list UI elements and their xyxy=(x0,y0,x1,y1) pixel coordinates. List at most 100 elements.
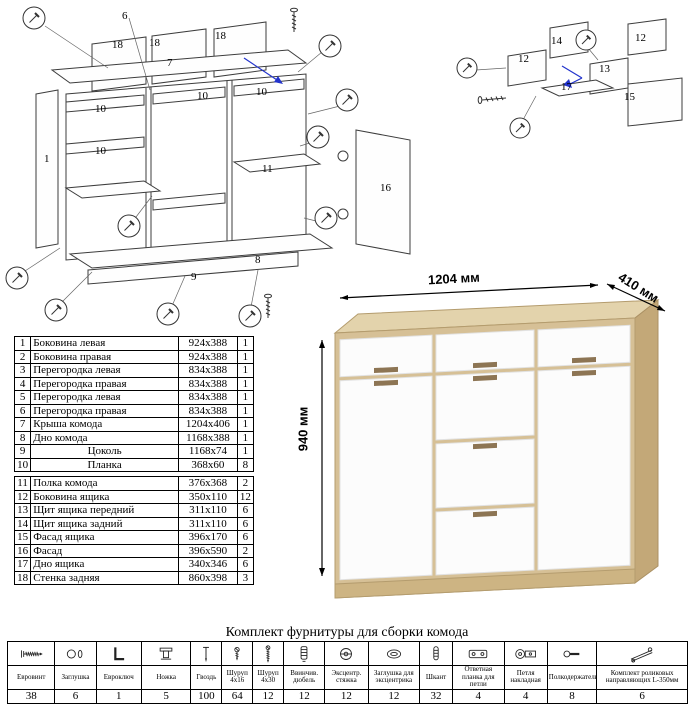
leader-lines xyxy=(475,47,599,119)
part-size: 1204х406 xyxy=(178,417,238,432)
part-number: 14 xyxy=(13,516,32,531)
left-door-front xyxy=(339,375,433,581)
hardware-kit-title: Комплект фурнитуры для сборки комода xyxy=(225,625,469,640)
hardware-item-quantity: 12 xyxy=(324,688,369,704)
part-name: Перегородка левая xyxy=(30,363,180,378)
leg-icon xyxy=(140,641,192,666)
part-name: Перегородка правая xyxy=(30,376,180,391)
drawer-bottom-shape xyxy=(540,79,615,97)
middle-drawer-front xyxy=(435,370,535,441)
hardware-item-name: Шуруп 4х16 xyxy=(221,665,254,690)
part-name: Крыша комода xyxy=(30,417,180,432)
part-number: 15 xyxy=(13,530,32,545)
part-number-label: 16 xyxy=(380,182,391,194)
part-number: 16 xyxy=(13,543,32,558)
hinge-mark xyxy=(337,150,349,162)
part-quantity: 1 xyxy=(236,376,255,391)
part-number: 4 xyxy=(13,376,32,391)
hinge-plate-icon xyxy=(452,641,505,666)
part-number-label: 18 xyxy=(149,37,160,49)
callout-circle xyxy=(238,304,262,328)
part-number: 10 xyxy=(13,457,32,472)
callout-circle xyxy=(456,57,478,79)
plank-shape xyxy=(233,78,305,97)
part-number: 11 xyxy=(13,476,32,491)
left-side-panel-shape xyxy=(35,89,59,249)
part-quantity: 1 xyxy=(236,403,255,418)
assembly-direction-arrow xyxy=(561,65,583,88)
hardware-item-quantity: 12 xyxy=(252,688,285,704)
cam-cap-icon xyxy=(367,641,421,666)
hardware-item-quantity: 1 xyxy=(95,688,142,704)
part-size: 376х368 xyxy=(178,476,238,491)
part-name: Боковина левая xyxy=(30,336,180,351)
part-name: Полка комода xyxy=(30,476,180,491)
hardware-item-quantity: 12 xyxy=(283,688,326,704)
hardware-item-name: Гвоздь xyxy=(190,665,223,690)
part-number: 17 xyxy=(13,557,32,572)
part-size: 834х388 xyxy=(178,376,238,391)
part-name: Перегородка правая xyxy=(30,403,180,418)
drawer-side-panel-shape xyxy=(507,49,547,87)
handle-grooves xyxy=(374,356,596,518)
part-quantity: 6 xyxy=(236,503,255,518)
part-quantity: 12 xyxy=(236,489,255,504)
part-quantity: 1 xyxy=(236,444,255,459)
part-size: 311х110 xyxy=(178,503,238,518)
callout-circle xyxy=(156,302,180,326)
part-name: Планка xyxy=(30,457,180,472)
plank-shape xyxy=(152,192,226,211)
part-number: 2 xyxy=(13,349,32,364)
shelf-shape xyxy=(64,180,162,199)
part-number-label: 10 xyxy=(95,145,106,157)
drawer-panels xyxy=(507,18,683,127)
part-number-label: 18 xyxy=(112,39,123,51)
part-quantity: 1 xyxy=(236,417,255,432)
part-number-label: 18 xyxy=(215,30,226,42)
hardware-item-name: Петля накладная xyxy=(503,665,548,690)
part-number: 3 xyxy=(13,363,32,378)
middle-drawer-front xyxy=(435,506,535,576)
part-size: 860х398 xyxy=(178,570,238,585)
part-size: 350х110 xyxy=(178,489,238,504)
part-quantity: 1 xyxy=(236,390,255,405)
cam-lock-icon xyxy=(324,641,369,666)
part-number: 13 xyxy=(13,503,32,518)
part-number-label: 9 xyxy=(191,271,197,283)
screw-dowel-icon xyxy=(283,641,326,666)
callout-circle xyxy=(117,214,141,238)
carcass-panels xyxy=(35,21,411,285)
part-name: Дно ящика xyxy=(30,557,180,572)
top-panel-shape xyxy=(50,49,308,84)
part-number: 6 xyxy=(13,403,32,418)
hardware-item-name: Заглушка xyxy=(54,665,97,690)
nail-icon xyxy=(190,641,223,666)
hardware-item-quantity: 4 xyxy=(503,688,548,704)
callout-circle xyxy=(22,6,46,30)
part-size: 1168х74 xyxy=(178,444,238,459)
part-number: 5 xyxy=(13,390,32,405)
hardware-icons-row xyxy=(6,641,688,666)
part-name: Щит ящика передний xyxy=(30,503,180,518)
leader-lines xyxy=(24,17,341,308)
hinge-icon xyxy=(503,641,548,666)
part-quantity: 6 xyxy=(236,530,255,545)
part-number: 7 xyxy=(13,417,32,432)
plank-shape xyxy=(152,86,226,105)
plank-shape xyxy=(65,94,145,113)
top-drawer-front xyxy=(435,329,535,373)
hardware-item-quantity: 64 xyxy=(221,688,254,704)
plinth-shape xyxy=(87,251,299,285)
